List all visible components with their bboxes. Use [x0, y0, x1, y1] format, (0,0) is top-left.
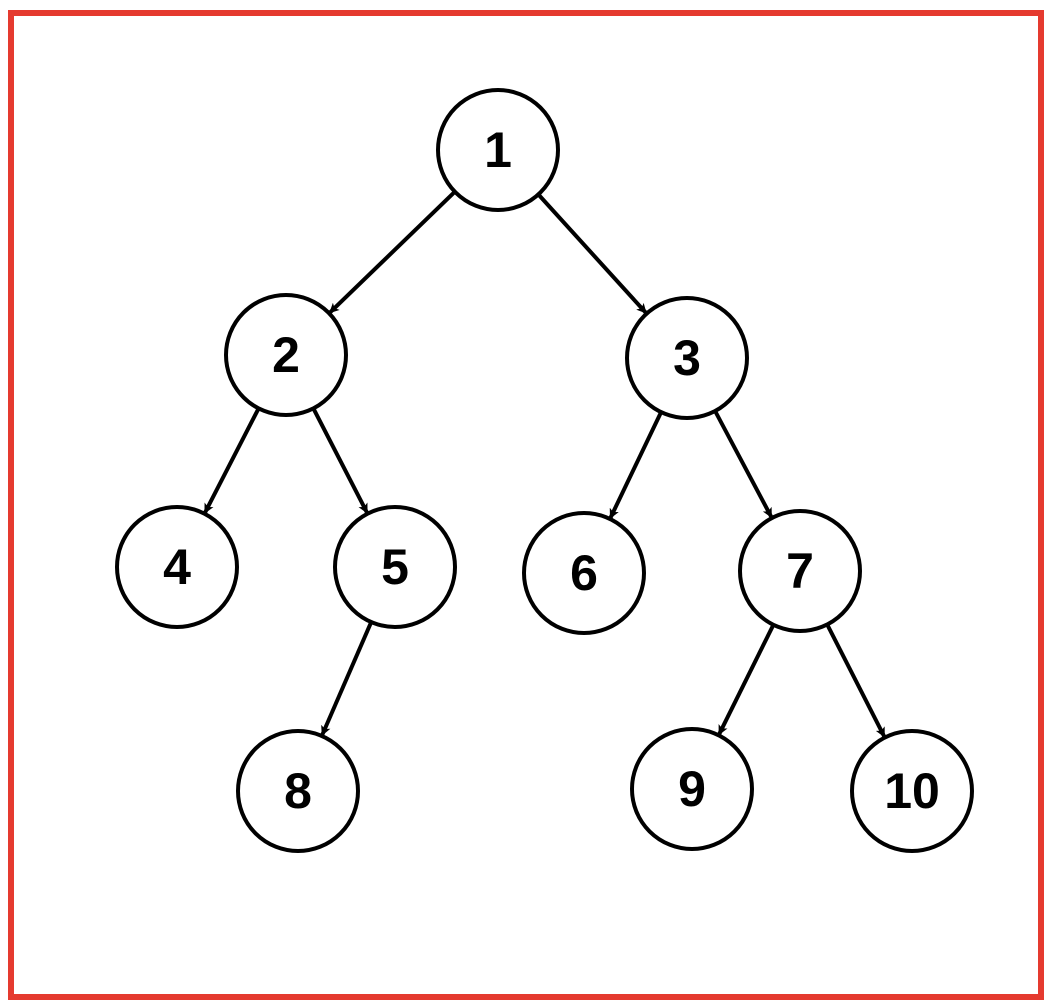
tree-node-1: 1 [436, 88, 560, 212]
edge-n1-n3 [536, 193, 648, 315]
tree-node-2: 2 [224, 293, 348, 417]
edge-n5-n8 [320, 621, 374, 736]
tree-node-5: 5 [333, 505, 457, 629]
node-circle [115, 505, 239, 629]
node-label: 10 [884, 763, 940, 819]
tree-node-4: 4 [115, 505, 239, 629]
edge-n2-n4 [203, 407, 261, 514]
tree-node-8: 8 [236, 729, 360, 853]
node-circle [850, 729, 974, 853]
tree-node-9: 9 [630, 727, 754, 851]
edge-n7-n9 [717, 623, 776, 736]
node-circle [333, 505, 457, 629]
nodes-layer: 1 2 3 4 5 6 7 8 9 10 [115, 88, 974, 853]
tree-node-3: 3 [625, 296, 749, 420]
node-label: 4 [163, 539, 191, 595]
tree-node-7: 7 [738, 509, 862, 633]
node-circle [224, 293, 348, 417]
node-label: 3 [673, 330, 701, 386]
edge-n7-n10 [825, 623, 887, 738]
node-circle [738, 509, 862, 633]
edge-n1-n2 [328, 190, 457, 315]
edge-n2-n5 [311, 407, 369, 514]
node-circle [436, 88, 560, 212]
node-label: 1 [484, 122, 512, 178]
node-circle [625, 296, 749, 420]
node-label: 5 [381, 539, 409, 595]
node-label: 2 [272, 327, 300, 383]
node-circle [236, 729, 360, 853]
tree-node-6: 6 [522, 511, 646, 635]
node-label: 7 [786, 543, 814, 599]
edge-n3-n7 [713, 410, 774, 519]
node-circle [522, 511, 646, 635]
node-label: 8 [284, 763, 312, 819]
edges-layer [203, 190, 887, 738]
edge-n3-n6 [608, 411, 663, 519]
node-label: 6 [570, 545, 598, 601]
tree-node-10: 10 [850, 729, 974, 853]
node-circle [630, 727, 754, 851]
node-label: 9 [678, 761, 706, 817]
